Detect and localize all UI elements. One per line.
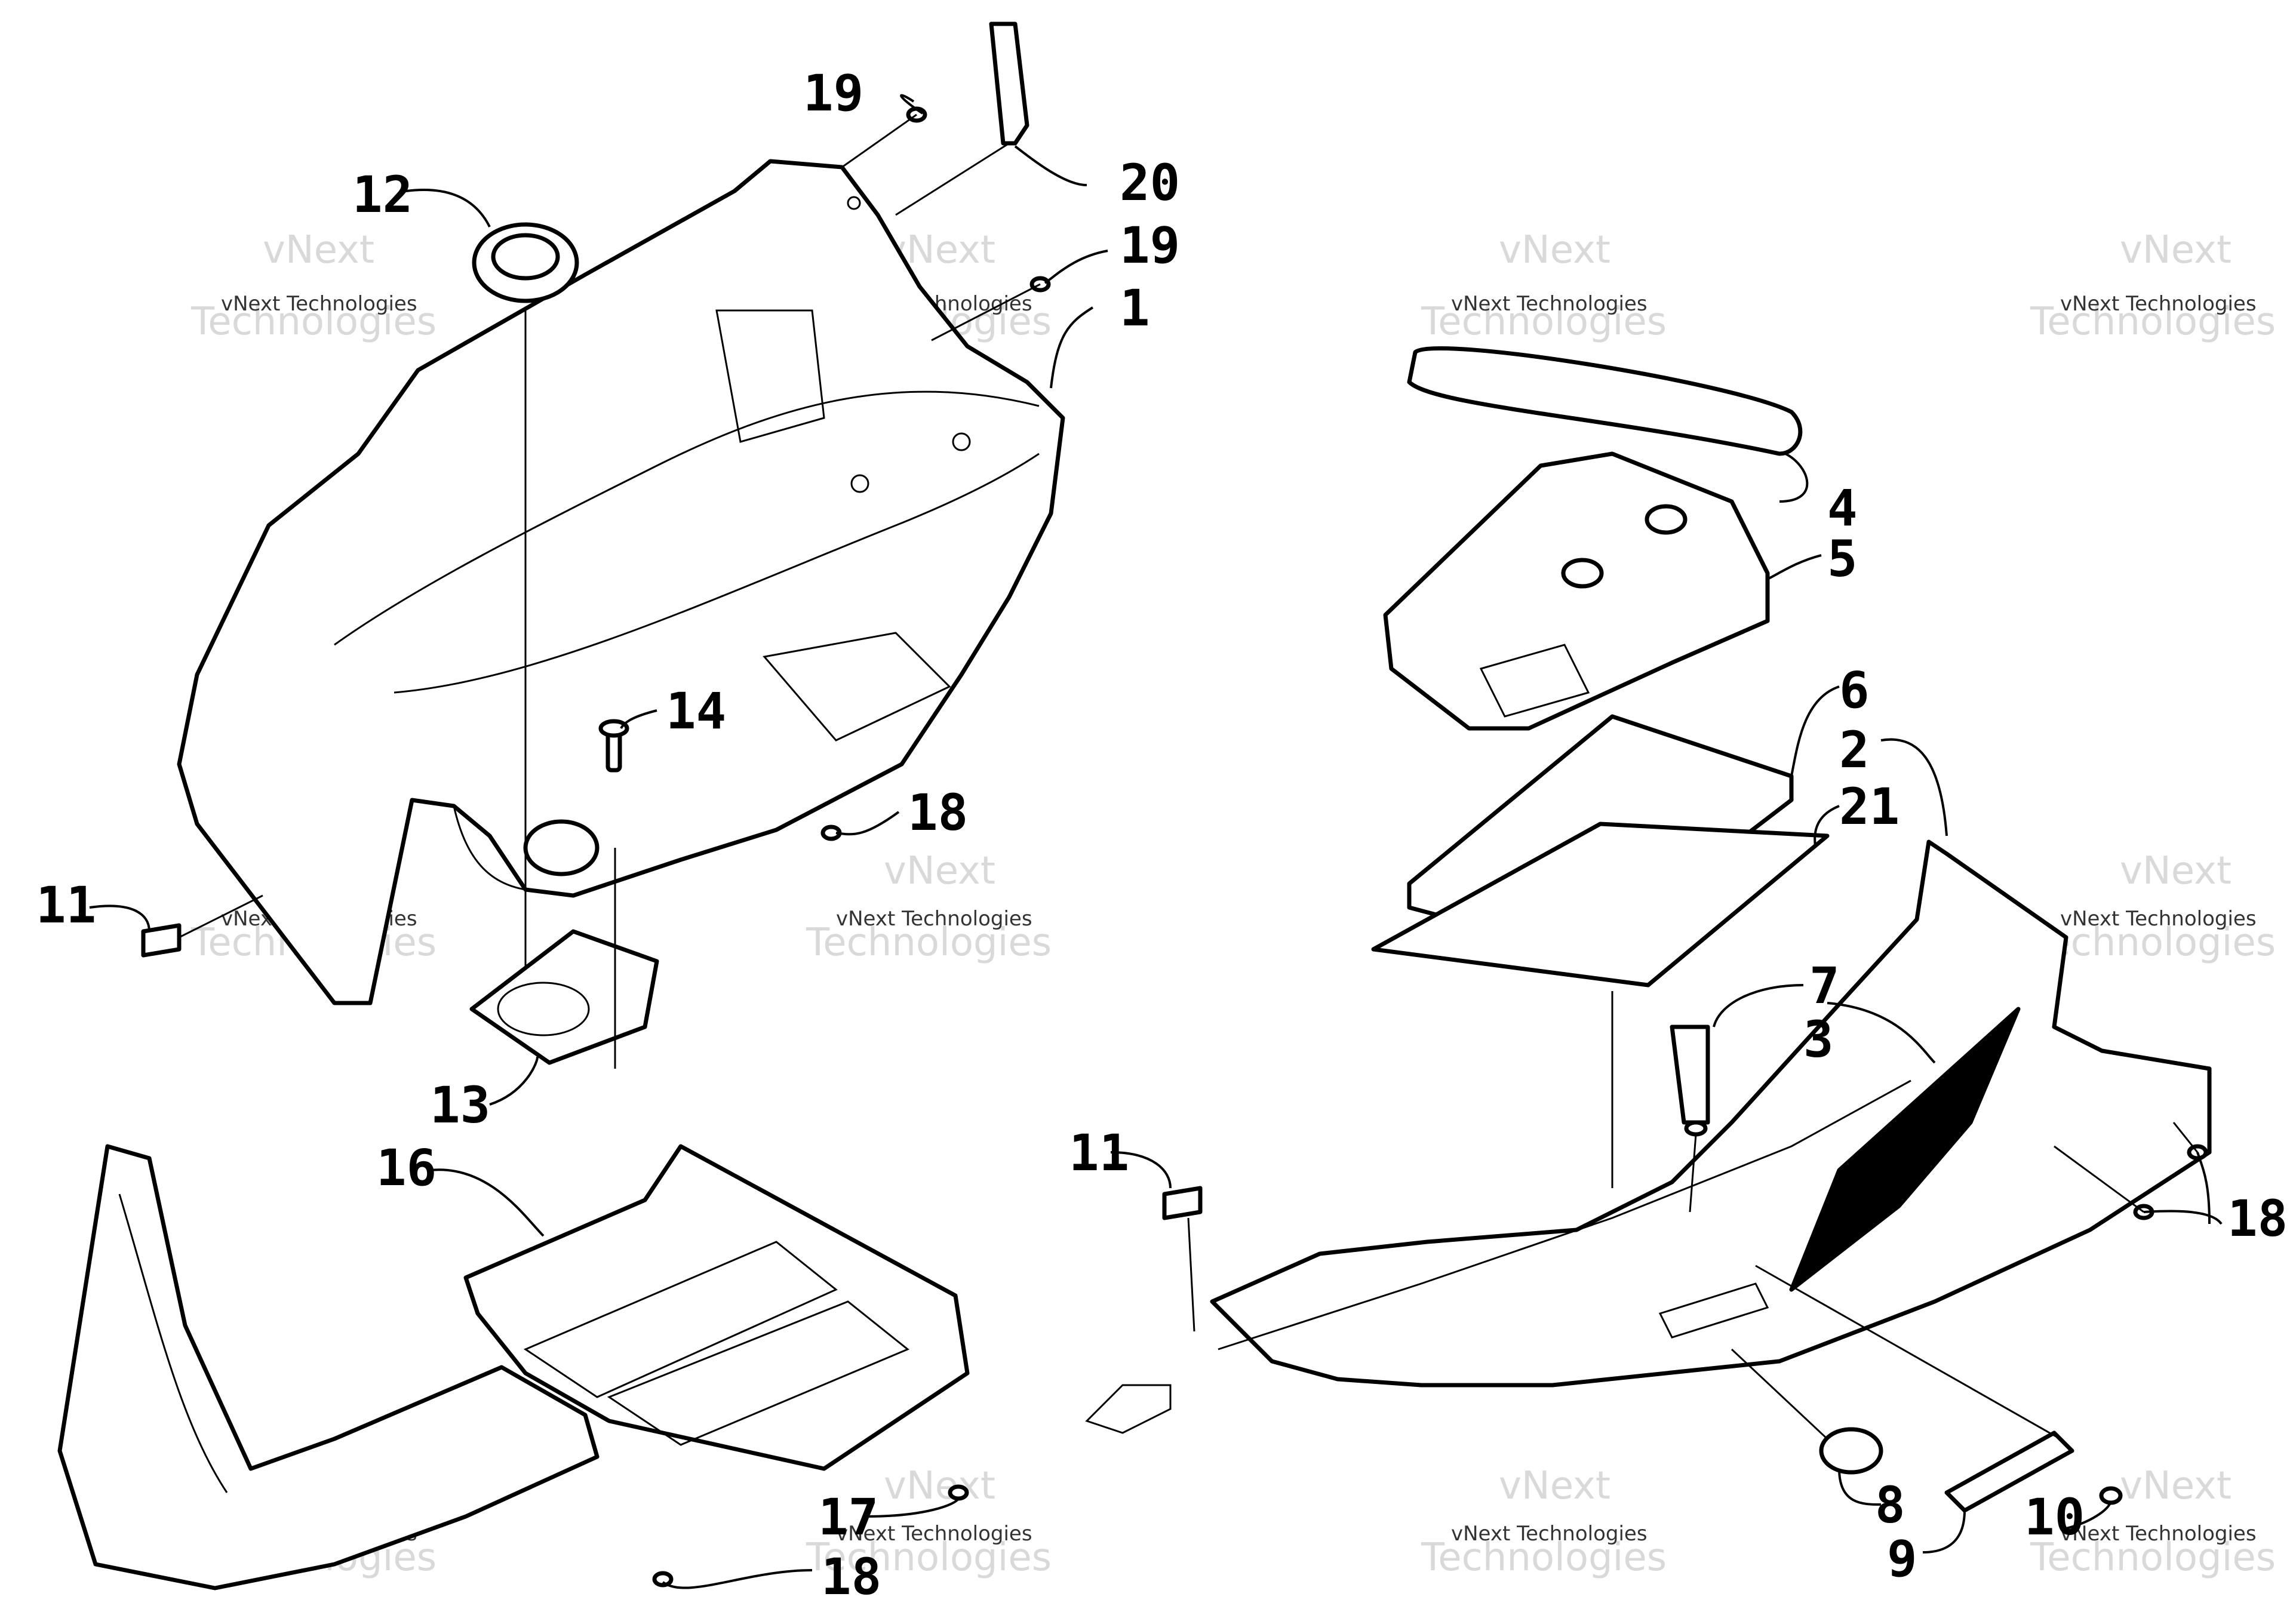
callout-16: 16 bbox=[376, 1139, 437, 1197]
fastener-17 bbox=[948, 1484, 969, 1501]
svg-text:vNext Technologies: vNext Technologies bbox=[836, 1522, 1032, 1546]
callout-9: 9 bbox=[1887, 1530, 1917, 1588]
callout-4: 4 bbox=[1827, 479, 1858, 537]
callout-18-left: 18 bbox=[908, 783, 968, 842]
fastener-18-bottom bbox=[652, 1571, 674, 1588]
svg-text:vNext: vNext bbox=[884, 849, 995, 893]
watermark-6: vNext Technologies vNext Technologies bbox=[806, 849, 1052, 965]
part-11-clip-left bbox=[141, 894, 263, 958]
watermark-8: vNext Technologies vNext Technologies bbox=[2030, 849, 2276, 965]
callout-13: 13 bbox=[430, 1076, 490, 1134]
svg-text:vNext Technologies: vNext Technologies bbox=[2060, 907, 2257, 931]
svg-text:Technologies: Technologies bbox=[2030, 921, 2276, 965]
callout-20: 20 bbox=[1120, 153, 1180, 212]
watermark-12: vNext Technologies vNext Technologies bbox=[2030, 1464, 2276, 1580]
svg-text:Technologies: Technologies bbox=[806, 921, 1052, 965]
svg-text:vNext: vNext bbox=[2120, 1464, 2232, 1508]
watermark-3: vNext Technologies vNext Technologies bbox=[1421, 228, 1667, 344]
svg-text:vNext Technologies: vNext Technologies bbox=[1451, 292, 1648, 316]
fastener-19-lower bbox=[931, 276, 1051, 342]
part-13-bracket-plate bbox=[469, 848, 659, 1069]
callout-2: 2 bbox=[1839, 721, 1870, 779]
svg-text:vNext: vNext bbox=[2120, 228, 2232, 272]
svg-text:vNext: vNext bbox=[1499, 1464, 1610, 1508]
svg-text:vNext: vNext bbox=[263, 228, 374, 272]
leader-lines bbox=[89, 94, 2223, 1589]
callout-19-right: 19 bbox=[1120, 216, 1180, 275]
fasteners-18-right bbox=[2054, 1122, 2208, 1220]
part-5-air-box bbox=[1383, 451, 1770, 731]
callout-14: 14 bbox=[666, 682, 726, 740]
part-7-strap bbox=[1670, 1025, 1710, 1213]
svg-text:vNext Technologies: vNext Technologies bbox=[2060, 292, 2257, 316]
callout-18-bottom: 18 bbox=[821, 1548, 881, 1606]
part-12-grommet bbox=[472, 222, 579, 985]
callout-19-top: 19 bbox=[803, 64, 863, 122]
callout-8: 8 bbox=[1875, 1476, 1905, 1534]
watermark-4: vNext Technologies vNext Technologies bbox=[2030, 228, 2276, 344]
part-11-clip-right bbox=[1162, 1186, 1203, 1332]
svg-text:vNext Technologies: vNext Technologies bbox=[1451, 1522, 1648, 1546]
part-2-side-panel bbox=[1085, 839, 2212, 1434]
svg-text:Technologies: Technologies bbox=[1421, 300, 1667, 344]
callout-labels: 19 20 19 1 12 14 18 11 13 16 17 18 4 5 6… bbox=[36, 64, 2288, 1606]
watermark-10: vNext Technologies vNext Technologies bbox=[806, 1464, 1052, 1580]
svg-text:vNext: vNext bbox=[884, 1464, 995, 1508]
part-4-seal-strip bbox=[1407, 346, 1803, 456]
callout-17: 17 bbox=[818, 1488, 878, 1546]
part-1-belly-pan bbox=[177, 159, 1065, 1005]
part-20-strap bbox=[895, 21, 1029, 216]
svg-text:vNext: vNext bbox=[2120, 849, 2232, 893]
callout-12: 12 bbox=[352, 165, 413, 224]
callout-18-right: 18 bbox=[2227, 1189, 2288, 1248]
callout-21: 21 bbox=[1839, 777, 1899, 836]
part-8-plug bbox=[1731, 1348, 1883, 1475]
callout-11-left: 11 bbox=[36, 876, 96, 934]
svg-text:vNext: vNext bbox=[1499, 228, 1610, 272]
part-14-push-rivet bbox=[598, 719, 629, 773]
svg-text:Technologies: Technologies bbox=[2030, 300, 2276, 344]
callout-5: 5 bbox=[1827, 530, 1858, 588]
callout-1: 1 bbox=[1120, 279, 1150, 337]
watermark-1: vNext Technologies vNext Technologies bbox=[190, 228, 437, 344]
callout-10: 10 bbox=[2024, 1488, 2085, 1546]
svg-text:Technologies: Technologies bbox=[190, 300, 437, 344]
svg-text:vNext Technologies: vNext Technologies bbox=[836, 907, 1032, 931]
svg-text:vNext Technologies: vNext Technologies bbox=[221, 292, 417, 316]
watermark-11: vNext Technologies vNext Technologies bbox=[1421, 1464, 1667, 1580]
svg-text:Technologies: Technologies bbox=[1421, 1536, 1667, 1580]
svg-text:Technologies: Technologies bbox=[2030, 1536, 2276, 1580]
callout-7: 7 bbox=[1809, 956, 1840, 1015]
part-16-lower-pan bbox=[57, 1144, 970, 1591]
part-9-plate bbox=[1755, 1265, 2074, 1513]
part-21-gasket-sheet bbox=[1371, 822, 1830, 1188]
callout-6: 6 bbox=[1839, 661, 1870, 719]
svg-text:vNext Technologies: vNext Technologies bbox=[2060, 1522, 2257, 1546]
part-10-screw bbox=[2099, 1486, 2123, 1505]
callout-3: 3 bbox=[1803, 1010, 1834, 1069]
callout-11-right: 11 bbox=[1069, 1124, 1129, 1182]
svg-text:Technologies: Technologies bbox=[806, 1536, 1052, 1580]
